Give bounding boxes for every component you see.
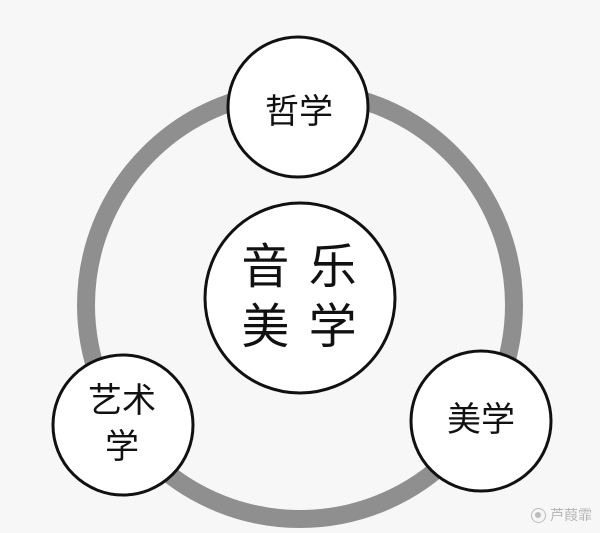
watermark-text: 芦葭霏 bbox=[550, 508, 592, 524]
center-node-label: 音 乐 美 学 bbox=[241, 239, 359, 355]
center-node-circle bbox=[203, 201, 397, 395]
top-node-label: 哲学 bbox=[265, 91, 333, 132]
right-node-circle bbox=[409, 349, 553, 493]
circle-at-icon bbox=[531, 507, 546, 523]
watermark: 芦葭霏 bbox=[531, 505, 592, 525]
top-node-circle bbox=[226, 35, 370, 179]
left-node-circle bbox=[51, 353, 195, 497]
left-node-label: 艺术 学 bbox=[88, 381, 156, 467]
right-node-label: 美学 bbox=[447, 399, 515, 440]
